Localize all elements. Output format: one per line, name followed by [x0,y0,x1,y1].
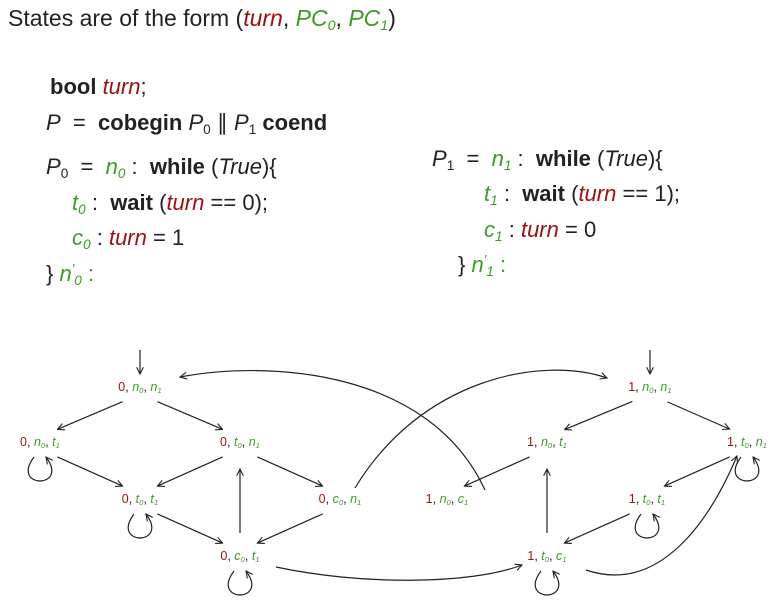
proc0-critical: c0 : turn = 1 [72,225,185,252]
self-loop-b [27,457,52,482]
state-node-j: 1, t0, t1 [628,492,666,508]
edge-e-g [354,369,607,489]
state-node-f: 0, c0, t1 [220,549,260,565]
state-node-l: 1, t0, c1 [527,549,567,565]
self-loop-l [534,571,559,596]
state-node-d: 0, t0, t1 [121,492,159,508]
edge-e-f [257,513,323,543]
page-title: States are of the form (turn, PC0, PC1) [8,5,396,34]
state-node-h: 1, n0, t1 [527,435,567,451]
state-var-turn: turn [243,5,283,31]
decl-line: bool turn; [50,74,147,99]
state-var-pc1: PC1 [348,5,389,34]
self-loop-d [127,514,152,539]
proc1-header: P1 = n1 : while (True){ [432,146,663,173]
proc0-close: } n′0 : [46,261,95,288]
edge-f-l [275,565,522,581]
self-loop-f [227,571,252,596]
proc1-critical: c1 : turn = 0 [484,217,597,244]
proc1-close: } n′1 : [458,252,507,279]
edge-a-c [157,401,223,430]
label-n0: n0 [105,154,126,181]
edge-b-d [57,456,122,486]
edge-a-b [58,401,123,430]
edge-k-a [180,370,486,491]
edge-j-l [564,513,630,543]
self-loop-j [634,514,659,539]
edge-l-i [585,456,737,576]
label-n1: n1 [491,146,512,173]
edge-c-e [257,456,322,486]
edge-c-d [157,456,223,486]
state-node-k: 1, n0, c1 [425,492,469,508]
proc0-wait: t0 : wait (turn == 0); [72,190,269,217]
state-node-a: 0, n0, n1 [118,380,162,396]
edge-i-j [664,456,730,486]
state-node-c: 0, t0, n1 [220,435,260,451]
state-node-i: 1, t0, n1 [727,435,767,451]
proc1-wait: t1 : wait (turn == 1); [484,181,681,208]
state-node-b: 0, n0, t1 [20,435,60,451]
state-var-pc0: PC0 [295,5,336,34]
composition-line: P = cobegin P0 ∥ P1 coend [46,110,328,137]
proc0-header: P0 = n0 : while (True){ [46,154,277,181]
edge-g-i [667,401,729,429]
state-node-e: 0, c0, n1 [318,492,362,508]
edge-h-k [464,456,530,486]
edge-d-f [157,513,222,543]
edge-g-h [565,400,633,429]
state-node-g: 1, n0, n1 [628,380,672,396]
self-loop-i [734,457,759,482]
